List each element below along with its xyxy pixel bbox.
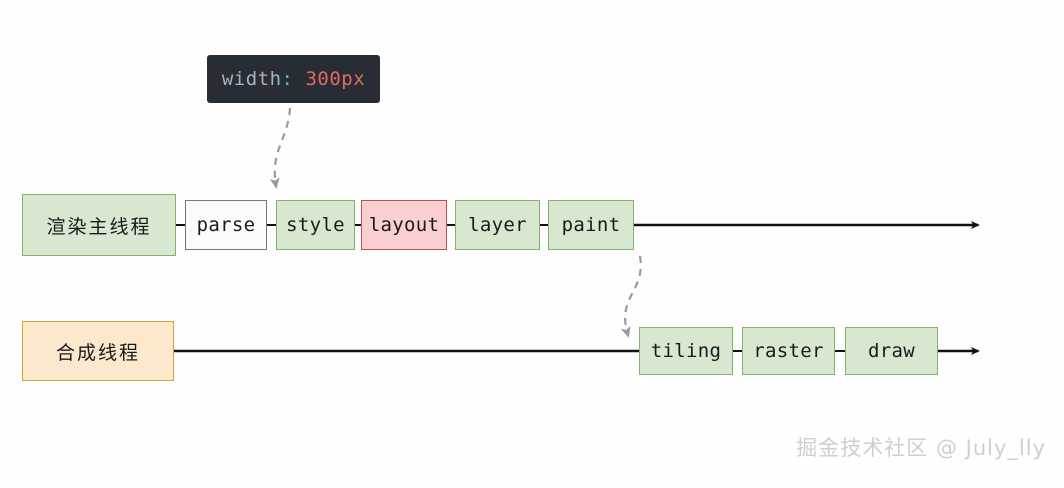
- code-value-token: 300px: [305, 68, 366, 90]
- stage-tiling[interactable]: tiling: [639, 327, 733, 375]
- watermark: 掘金技术社区 @ July_lly: [796, 436, 1046, 460]
- lane-label-main-thread: 渲染主线程: [22, 194, 176, 256]
- stage-draw[interactable]: draw: [845, 327, 938, 375]
- connector-paint-to-tiling: [620, 255, 642, 338]
- connector-code-to-style: [269, 107, 292, 189]
- code-tooltip: width: 300px: [207, 55, 380, 103]
- stage-style[interactable]: style: [276, 200, 355, 250]
- code-property-token: width: [221, 68, 282, 90]
- stage-parse[interactable]: parse: [185, 200, 267, 250]
- lane-label-compositor-thread: 合成线程: [22, 321, 174, 381]
- code-colon-token: :: [281, 68, 306, 90]
- stage-raster[interactable]: raster: [742, 327, 835, 375]
- stage-paint[interactable]: paint: [548, 200, 634, 250]
- stage-layout[interactable]: layout: [361, 200, 447, 250]
- stage-layer[interactable]: layer: [455, 200, 540, 250]
